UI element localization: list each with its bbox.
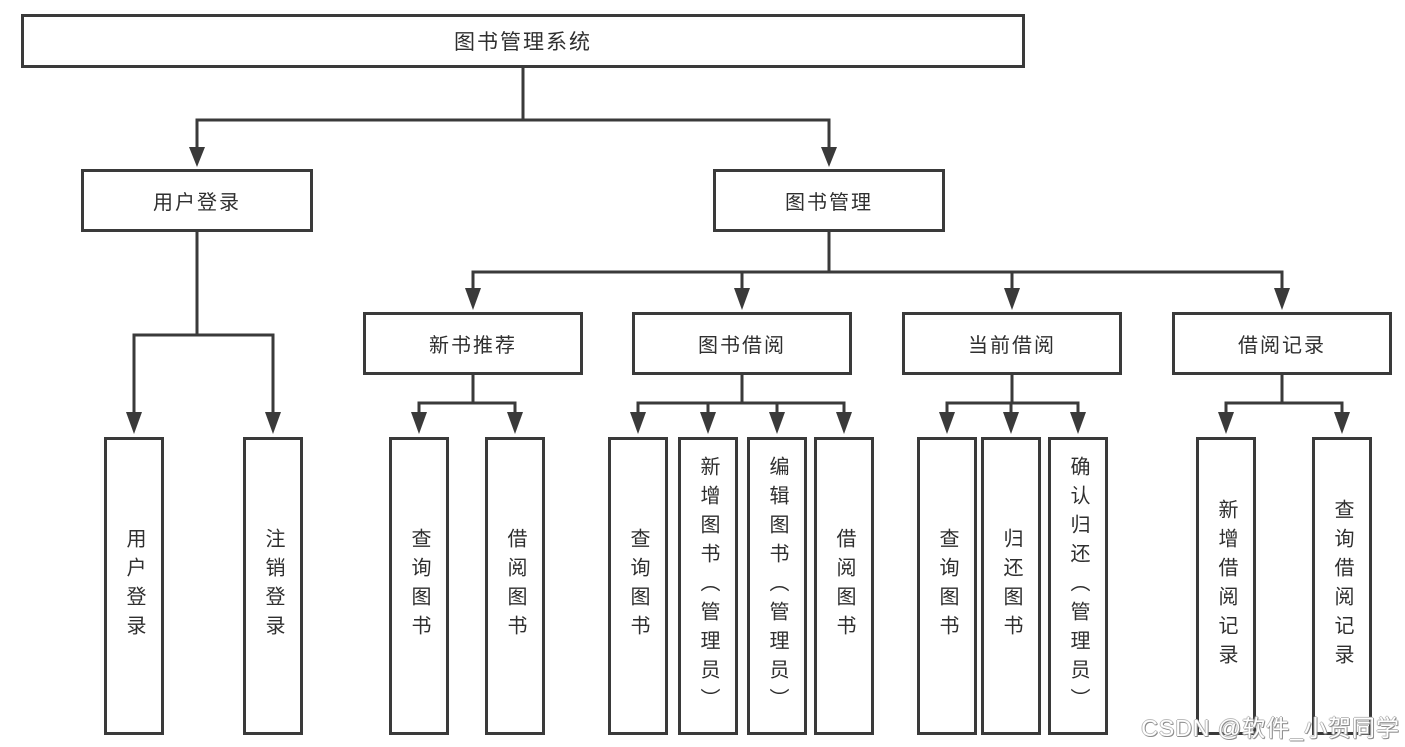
node-user-login: 用户登录 bbox=[81, 169, 313, 232]
csdn-watermark: CSDN @软件_小贺同学 bbox=[1141, 715, 1400, 741]
node-current-borrow: 当前借阅 bbox=[902, 312, 1122, 375]
node-bw-add-books-admin: 新增图书（管理员） bbox=[678, 437, 738, 735]
node-rec-query-record: 查询借阅记录 bbox=[1312, 437, 1372, 735]
node-bw-edit-books-admin: 编辑图书（管理员） bbox=[747, 437, 807, 735]
node-nb-query-books: 查询图书 bbox=[389, 437, 449, 735]
node-user-login-action: 用户登录 bbox=[104, 437, 164, 735]
node-new-book-recommend: 新书推荐 bbox=[363, 312, 583, 375]
node-logout-action: 注销登录 bbox=[243, 437, 303, 735]
node-nb-borrow-books: 借阅图书 bbox=[485, 437, 545, 735]
node-book-borrow: 图书借阅 bbox=[632, 312, 852, 375]
node-rec-add-record: 新增借阅记录 bbox=[1196, 437, 1256, 735]
node-book-management: 图书管理 bbox=[713, 169, 945, 232]
node-borrow-records: 借阅记录 bbox=[1172, 312, 1392, 375]
node-bw-borrow-books: 借阅图书 bbox=[814, 437, 874, 735]
node-cur-return-books: 归还图书 bbox=[981, 437, 1041, 735]
node-cur-query-books: 查询图书 bbox=[917, 437, 977, 735]
node-cur-confirm-return-admin: 确认归还（管理员） bbox=[1048, 437, 1108, 735]
node-root-title: 图书管理系统 bbox=[21, 14, 1025, 68]
node-bw-query-books: 查询图书 bbox=[608, 437, 668, 735]
